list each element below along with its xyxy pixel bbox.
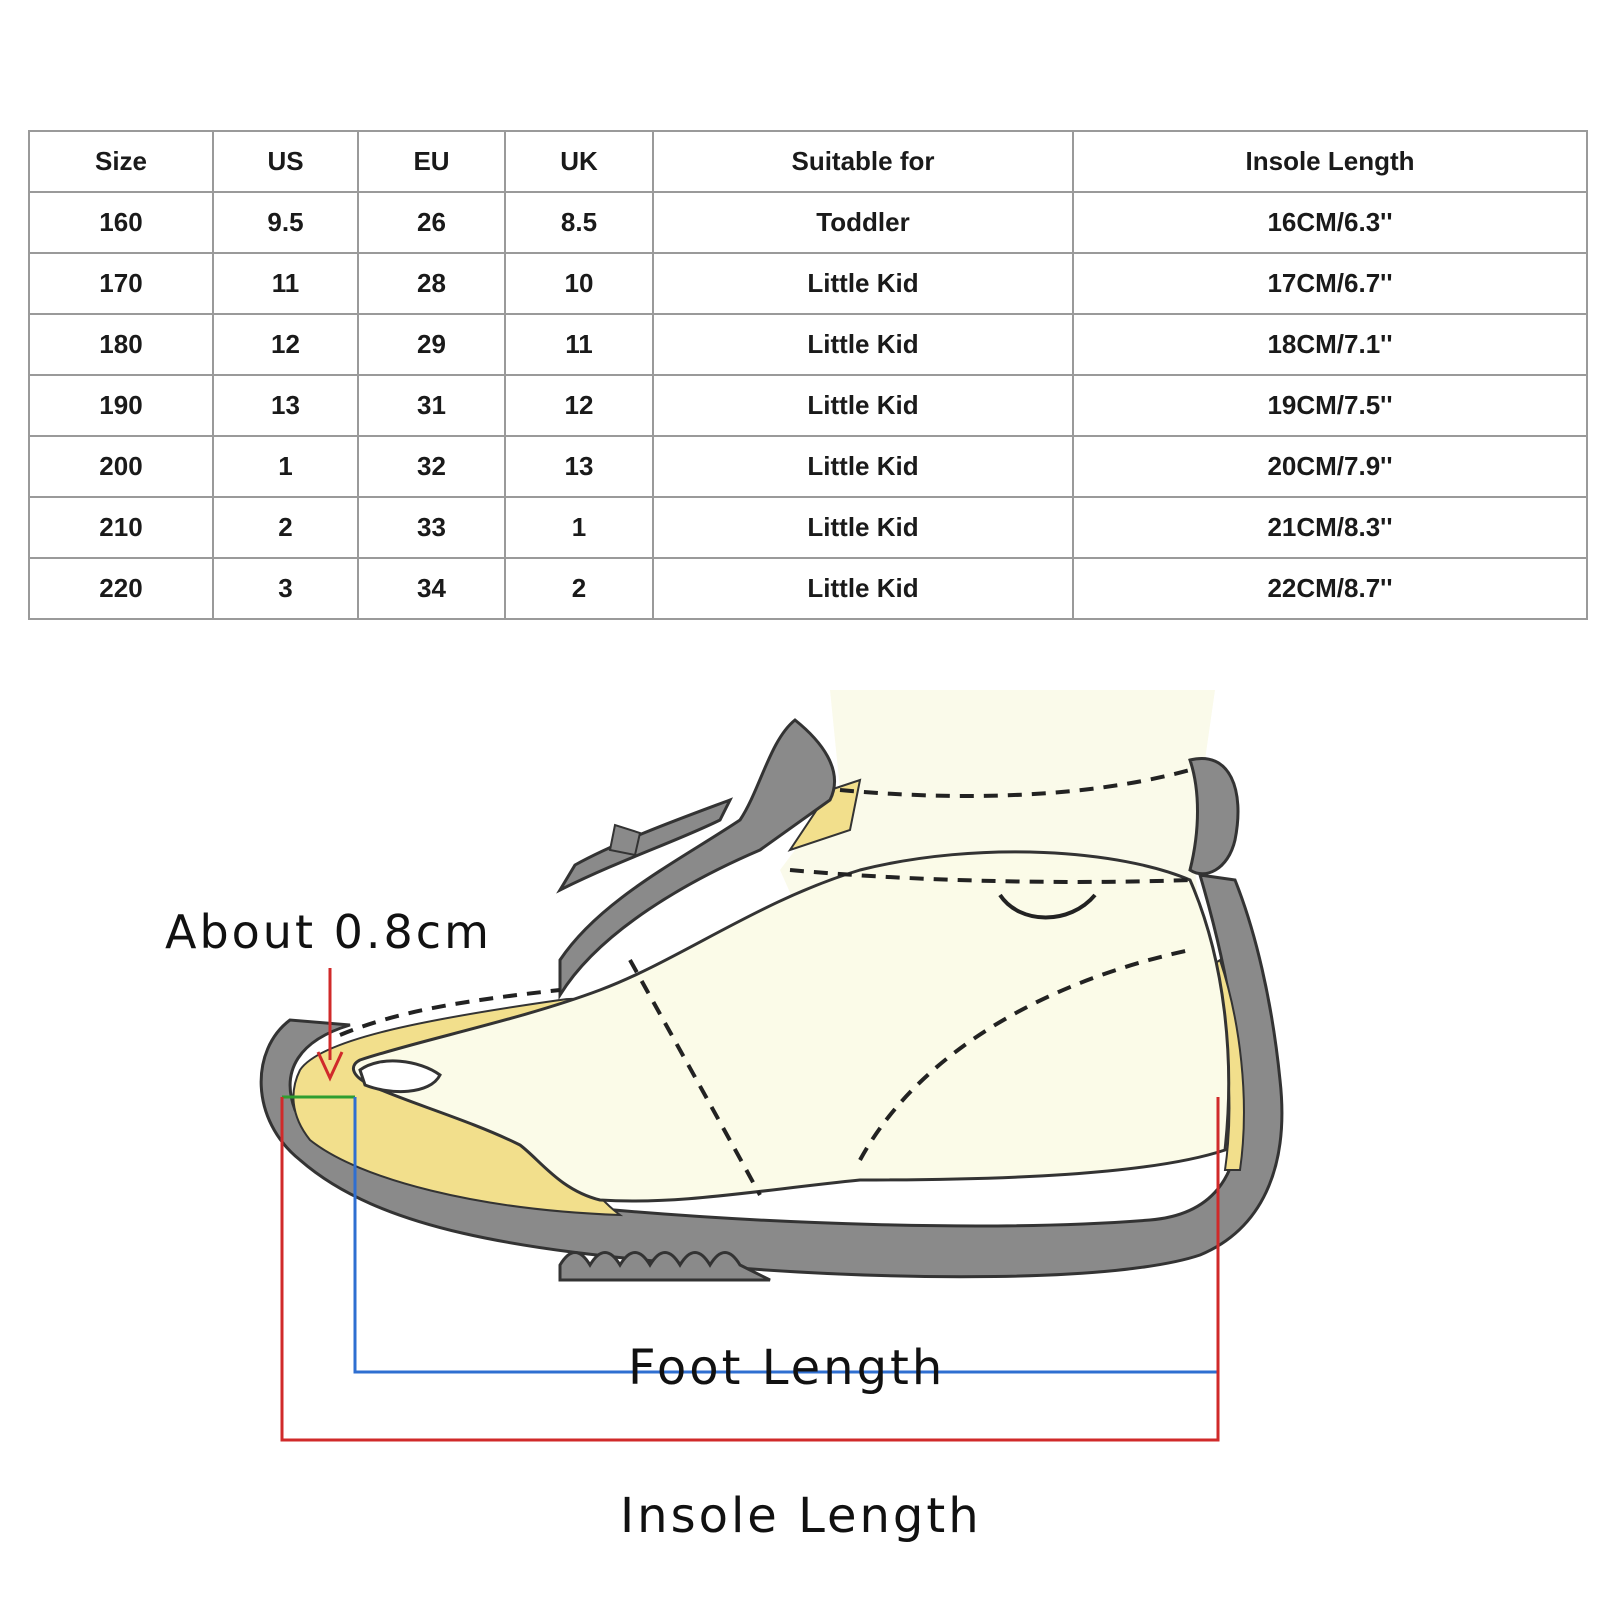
arrow-down-icon [316,1051,344,1082]
cell-insole-length: 16CM/6.3'' [1072,191,1588,254]
cell-insole-length: 21CM/8.3'' [1072,496,1588,559]
size-chart-table: Size US EU UK Suitable for Insole Length… [28,130,1588,620]
cell-eu: 29 [357,313,506,376]
heel-counter [1188,757,1240,876]
cell-size: 170 [28,252,214,315]
insole-length-bracket [280,1097,1220,1442]
cell-us: 13 [212,374,359,437]
cell-suitable-for: Little Kid [652,374,1074,437]
cell-eu: 33 [357,496,506,559]
cell-insole-length: 17CM/6.7'' [1072,252,1588,315]
cell-uk: 2 [504,557,654,620]
cell-us: 12 [212,313,359,376]
insole-length-label: Insole Length [620,1488,982,1544]
cell-uk: 13 [504,435,654,498]
header-eu: EU [357,130,506,193]
shoe-upper [558,718,836,1001]
dashed-line [839,768,1191,798]
cell-eu: 26 [357,191,506,254]
header-suitable-for: Suitable for [652,130,1074,193]
cell-suitable-for: Little Kid [652,313,1074,376]
cell-size: 220 [28,557,214,620]
toe-shape [358,1059,442,1094]
header-uk: UK [504,130,654,193]
cell-eu: 28 [357,252,506,315]
foot-length-label: Foot Length [628,1340,946,1396]
header-insole-length: Insole Length [1072,130,1588,193]
dashed-line [858,948,1191,1161]
cell-eu: 31 [357,374,506,437]
ankle-bone [998,893,1097,920]
cell-uk: 1 [504,496,654,559]
cell-uk: 11 [504,313,654,376]
cell-uk: 8.5 [504,191,654,254]
foot-shape [352,850,1231,1203]
cell-us: 9.5 [212,191,359,254]
size-chart-header-row: Size US EU UK Suitable for Insole Length [28,130,1588,193]
toe-gap-label: About 0.8cm [165,905,492,959]
cell-uk: 12 [504,374,654,437]
cell-eu: 34 [357,557,506,620]
cell-suitable-for: Little Kid [652,435,1074,498]
cell-size: 200 [28,435,214,498]
cell-suitable-for: Little Kid [652,496,1074,559]
collar-insole [787,778,862,852]
sole-tread [558,1251,771,1282]
cell-insole-length: 18CM/7.1'' [1072,313,1588,376]
cell-us: 1 [212,435,359,498]
cell-us: 3 [212,557,359,620]
cell-size: 160 [28,191,214,254]
dashed-line [628,959,762,1196]
header-size: Size [28,130,214,193]
cell-suitable-for: Little Kid [652,252,1074,315]
cell-insole-length: 20CM/7.9'' [1072,435,1588,498]
cell-insole-length: 19CM/7.5'' [1072,374,1588,437]
cell-eu: 32 [357,435,506,498]
strap-tab [608,823,642,857]
cell-us: 2 [212,496,359,559]
cell-size: 210 [28,496,214,559]
dashed-line [789,868,1191,884]
cell-insole-length: 22CM/8.7'' [1072,557,1588,620]
cell-us: 11 [212,252,359,315]
cell-suitable-for: Little Kid [652,557,1074,620]
cell-size: 180 [28,313,214,376]
foot-measurement-diagram [259,690,1284,1442]
cell-size: 190 [28,374,214,437]
cell-uk: 10 [504,252,654,315]
header-us: US [212,130,359,193]
cell-suitable-for: Toddler [652,191,1074,254]
dashed-line [339,988,561,1037]
